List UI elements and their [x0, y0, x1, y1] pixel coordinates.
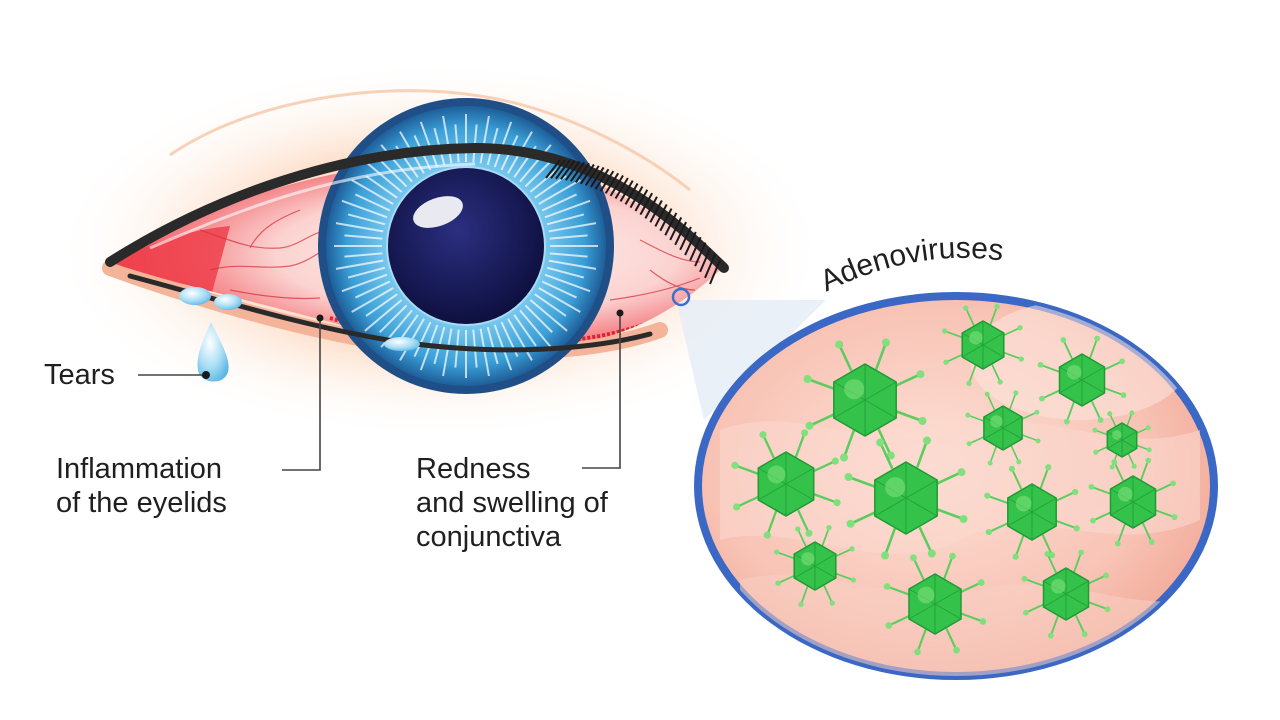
zoom-beam	[676, 300, 826, 420]
zoom-point	[671, 287, 691, 307]
virus-icon	[774, 525, 856, 607]
tear-drop-icon	[179, 287, 420, 382]
leader-lines	[138, 313, 621, 471]
virus-icon	[1088, 457, 1178, 547]
redness-label: Redness and swelling of conjunctiva	[416, 452, 608, 554]
virus-icon	[844, 436, 968, 560]
eyelashes	[545, 159, 721, 285]
redness-line1: Redness	[416, 453, 531, 485]
magnifier-lens-icon	[694, 292, 1218, 680]
adenoviruses-label: Adenoviruses	[815, 232, 1005, 298]
virus-icon	[731, 429, 841, 539]
pupil	[388, 168, 544, 324]
virus-icon	[1037, 335, 1127, 425]
eye-icon	[102, 98, 729, 394]
inflammation-line1: Inflammation	[56, 453, 223, 485]
inflammation-label: Inflammation of the eyelids	[56, 452, 227, 520]
tears-label: Tears	[44, 358, 115, 392]
blood-vessels	[199, 209, 701, 301]
virus-icon	[942, 304, 1024, 386]
virus-icon	[883, 552, 987, 656]
eyebrow-fold	[169, 89, 691, 192]
inflammation-line2: of the eyelids	[56, 487, 227, 519]
virus-icon	[803, 338, 927, 462]
redness-line2: and swelling of	[416, 487, 608, 519]
virus-icon	[965, 390, 1041, 466]
redness-line3: conjunctiva	[416, 521, 562, 553]
virus-icon	[1021, 549, 1111, 639]
virus-icon	[984, 464, 1080, 560]
virus-icon	[1092, 410, 1152, 470]
tears-text: Tears	[44, 359, 115, 391]
